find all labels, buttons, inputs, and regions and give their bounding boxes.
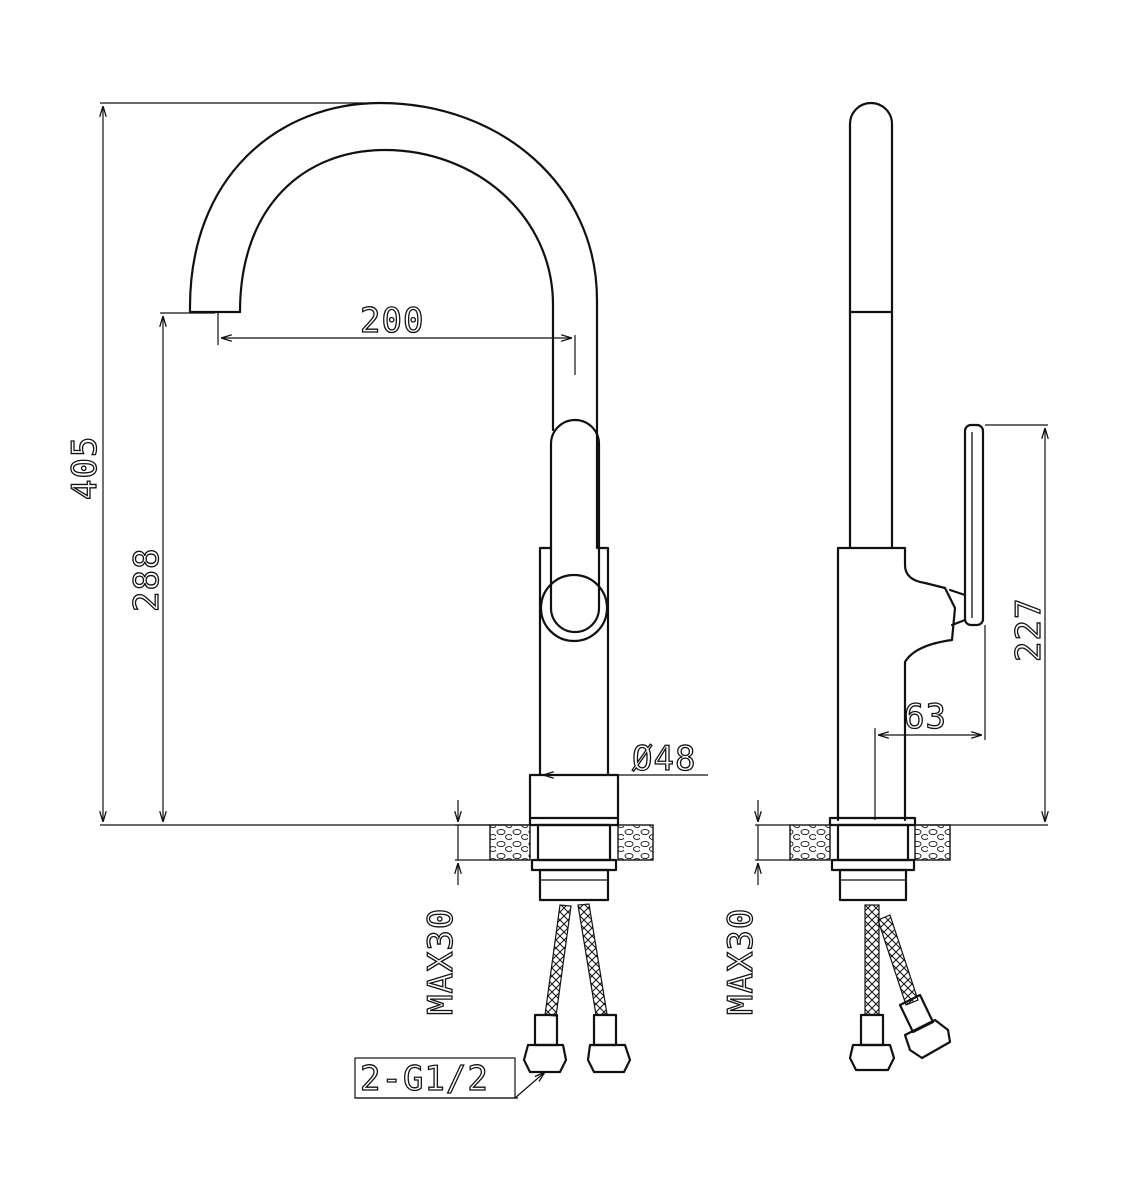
- spout-outer: [188, 101, 599, 550]
- side-spout: [848, 101, 894, 550]
- dim-63: 63: [874, 625, 986, 820]
- connection-callout: 2-G1/2: [354, 1057, 545, 1100]
- dim-48: Ø48: [543, 738, 708, 780]
- hose-left: [522, 904, 572, 1074]
- side-body: [836, 546, 957, 822]
- callout-label-connection: 2-G1/2: [360, 1059, 489, 1099]
- dim-max30-side: MAX30: [720, 800, 790, 1016]
- hose-right: [577, 903, 632, 1074]
- dim-label-spout-height: 288: [127, 548, 167, 612]
- mounting-shank: [536, 823, 612, 862]
- body: [538, 546, 610, 777]
- dim-label-handle-offset: 63: [904, 697, 947, 737]
- side-hose-straight: [848, 904, 896, 1072]
- spout-inner: [238, 148, 555, 432]
- dim-label-total-height: 405: [65, 436, 105, 500]
- side-handle-plate: [963, 423, 985, 627]
- lever-handle: [549, 418, 601, 634]
- dim-label-max-thickness-front: MAX30: [421, 908, 461, 1015]
- dim-288: 288: [126, 312, 215, 822]
- mounting-nut: [538, 868, 610, 902]
- dim-label-max-thickness-side: MAX30: [721, 908, 761, 1015]
- dim-label-base-diameter: Ø48: [632, 739, 696, 779]
- dim-227: 227: [905, 424, 1050, 826]
- side-hose-angled: [877, 914, 952, 1060]
- side-view: 227 63 MAX30: [720, 101, 1050, 1072]
- dim-label-spout-reach: 200: [360, 301, 424, 341]
- front-view: 405 288 200 Ø48 MAX30: [64, 101, 708, 1100]
- dim-405: 405: [64, 102, 530, 826]
- dim-label-handle-height: 227: [1009, 598, 1049, 662]
- dim-200: 200: [217, 300, 576, 375]
- dim-max30-front: MAX30: [420, 800, 490, 1016]
